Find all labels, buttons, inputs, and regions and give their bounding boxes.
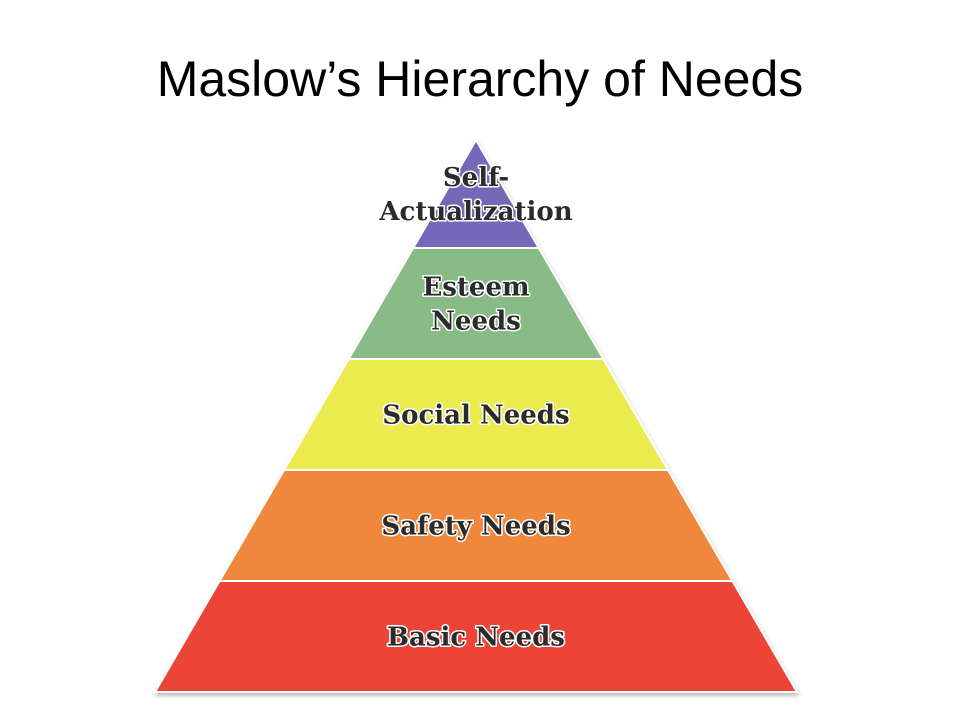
pyramid-tier-1-label-line-2: Actualization [378,197,572,227]
slide-title: Maslow’s Hierarchy of Needs [156,51,804,107]
pyramid-tier-1 [411,138,541,249]
pyramid-tier-3-label-line-1: Social Needs [382,401,569,431]
pyramid-tier-1-label-line-1: Self- [443,163,509,193]
pyramid-tier-4-label-line-1: Safety Needs [381,512,570,542]
pyramid-tier-2-label-line-2: Needs [431,307,521,337]
pyramid-tier-2 [346,247,606,360]
pyramid-tiers [153,138,799,693]
pyramid-tier-5-label-line-1: Basic Needs [387,623,565,653]
pyramid-tier-2-label-line-1: Esteem [422,273,529,303]
pyramid-tier-5 [153,580,799,693]
